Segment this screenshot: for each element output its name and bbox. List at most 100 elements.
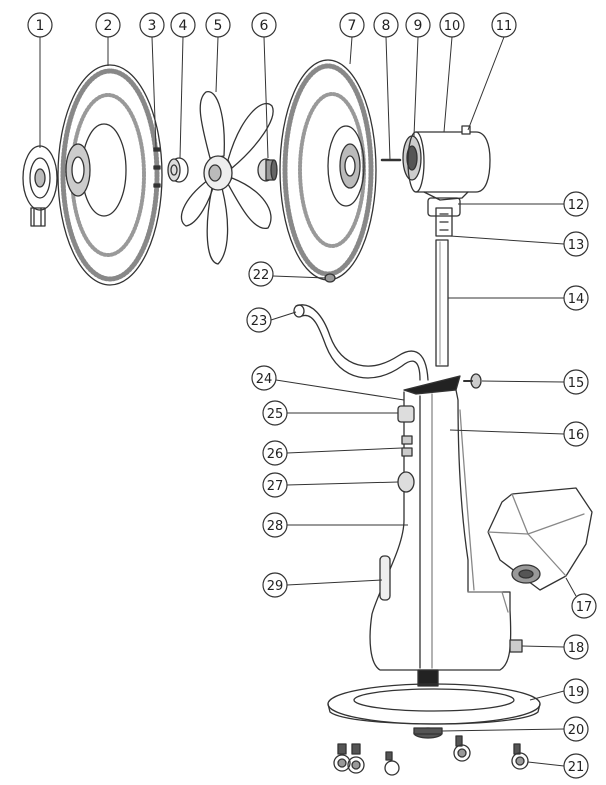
callout-number: 25: [267, 407, 284, 422]
callout-number: 14: [568, 292, 585, 307]
fixing-screw-drawing: [463, 373, 482, 389]
callout-number: 28: [267, 519, 284, 534]
callout-15-fixing-screw: 15: [563, 369, 589, 395]
leader-line-27: [286, 481, 399, 486]
callout-number: 1: [36, 18, 45, 34]
callout-number: 24: [256, 372, 273, 387]
callout-circle: [563, 285, 589, 311]
leader-line-20: [441, 728, 565, 732]
base-plate-drawing: [327, 683, 541, 725]
callout-number: 16: [568, 428, 585, 443]
callout-12-tilt-joint: 12: [563, 191, 589, 217]
callout-number: 11: [496, 19, 513, 34]
leader-line-17: [565, 577, 577, 597]
body-column-drawing: [369, 375, 523, 687]
front-guard-drawing: [57, 64, 163, 286]
callout-circle: [262, 512, 288, 538]
callout-number: 8: [382, 18, 391, 34]
guard-nut-drawing: [257, 158, 278, 182]
callout-19-base-plate: 19: [563, 678, 589, 704]
callout-21-caster-wheels: 21: [563, 753, 589, 779]
callout-circle: [563, 716, 589, 742]
callout-26-control-buttons: 26: [262, 440, 288, 466]
callout-number: 27: [267, 479, 284, 494]
base-nut-drawing: [413, 727, 443, 739]
leader-line-3: [151, 36, 157, 149]
callout-27-mist-knob: 27: [262, 472, 288, 498]
callout-number: 21: [568, 760, 585, 775]
leader-line-9: [413, 36, 419, 137]
leader-line-13: [449, 235, 565, 245]
callout-circle: [262, 472, 288, 498]
callout-number: 17: [576, 600, 593, 615]
callout-3-guard-clips: 3: [139, 12, 165, 38]
callout-circle: [491, 12, 517, 38]
callout-circle: [246, 307, 272, 333]
blade-nut-drawing: [167, 157, 189, 183]
callout-9-motor-front-plate: 9: [405, 12, 431, 38]
callout-circle: [139, 12, 165, 38]
callout-circle: [563, 421, 589, 447]
callout-24-hose-outlet: 24: [251, 365, 277, 391]
callout-13-height-clamp: 13: [563, 231, 589, 257]
mist-hose-drawing: [293, 304, 429, 381]
callout-circle: [563, 634, 589, 660]
callout-number: 3: [148, 18, 157, 34]
leader-line-26: [286, 447, 403, 454]
callout-7-rear-guard: 7: [339, 12, 365, 38]
leader-line-19: [529, 690, 565, 701]
rear-guard-drawing: [279, 59, 377, 283]
leader-line-16: [449, 429, 565, 435]
leader-line-4: [179, 36, 184, 159]
callout-14-inner-pole: 14: [563, 285, 589, 311]
callout-22-guard-lock-screw: 22: [248, 261, 274, 287]
callout-29-water-level-window: 29: [262, 572, 288, 598]
callout-circle: [563, 191, 589, 217]
callout-number: 9: [414, 18, 423, 34]
callout-25-power-switch: 25: [262, 400, 288, 426]
callout-circle: [571, 593, 597, 619]
inner-pole-drawing: [435, 239, 449, 367]
leader-line-29: [286, 579, 383, 586]
leader-line-10: [443, 36, 453, 133]
leader-line-24: [275, 379, 405, 401]
leader-line-5: [215, 36, 219, 93]
callout-circle: [170, 12, 196, 38]
callout-1-spinner-cap: 1: [27, 12, 53, 38]
callout-circle: [262, 400, 288, 426]
callout-circle: [339, 12, 365, 38]
leader-line-21: [527, 761, 565, 767]
callout-circle: [262, 440, 288, 466]
callout-circle: [248, 261, 274, 287]
callout-circle: [251, 12, 277, 38]
callout-17-water-tank: 17: [571, 593, 597, 619]
callout-2-front-guard: 2: [95, 12, 121, 38]
callout-circle: [405, 12, 431, 38]
leader-line-11: [467, 36, 505, 131]
callout-circle: [563, 678, 589, 704]
callout-number: 2: [104, 18, 113, 34]
callout-11-oscillation-knob: 11: [491, 12, 517, 38]
leader-line-15: [481, 380, 565, 383]
leader-line-23: [270, 311, 297, 321]
callout-number: 23: [251, 314, 268, 329]
callout-18-drain-plug: 18: [563, 634, 589, 660]
leader-line-6: [263, 36, 269, 159]
callout-number: 22: [253, 268, 270, 283]
callout-number: 6: [260, 18, 269, 34]
callout-number: 10: [444, 19, 461, 34]
callout-number: 7: [348, 18, 357, 34]
callout-20-base-nut: 20: [563, 716, 589, 742]
callout-circle: [262, 572, 288, 598]
callout-circle: [439, 12, 465, 38]
callout-8-motor-shaft: 8: [373, 12, 399, 38]
callout-circle: [251, 365, 277, 391]
callout-number: 5: [214, 18, 223, 34]
callout-number: 12: [568, 198, 585, 213]
callout-circle: [563, 369, 589, 395]
leader-line-7: [349, 36, 353, 65]
guard-clips-drawing: [153, 147, 161, 188]
motor-assembly-drawing: [402, 125, 491, 201]
callout-23-mist-hose: 23: [246, 307, 272, 333]
